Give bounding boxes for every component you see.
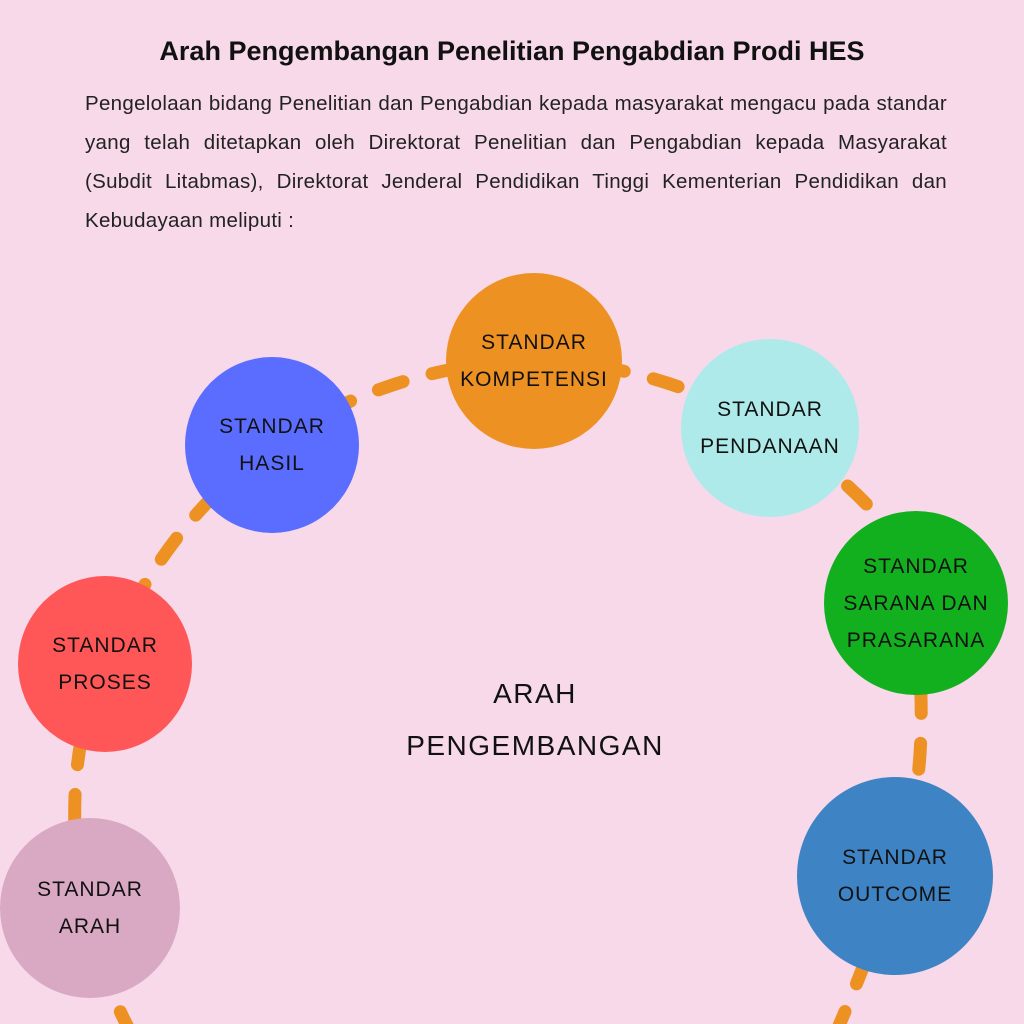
node-line: HASIL <box>239 452 305 475</box>
node-line: STANDAR <box>37 878 143 901</box>
node-standar-outcome: STANDAR OUTCOME <box>797 777 993 975</box>
node-standar-pendanaan: STANDAR PENDANAAN <box>681 339 859 517</box>
node-standar-kompetensi: STANDAR KOMPETENSI <box>446 273 622 449</box>
node-standar-sarana-prasarana: STANDAR SARANA DAN PRASARANA <box>824 511 1008 695</box>
node-standar-hasil: STANDAR HASIL <box>185 357 359 533</box>
page-title: Arah Pengembangan Penelitian Pengabdian … <box>159 36 865 66</box>
node-line: SARANA DAN <box>843 591 989 615</box>
node-line: PRASARANA <box>846 628 986 652</box>
node-line: STANDAR <box>219 415 325 438</box>
node-line: STANDAR <box>717 398 823 421</box>
node-standar-arah: STANDAR ARAH <box>0 818 180 998</box>
node-line: STANDAR <box>842 846 948 869</box>
node-line: STANDAR <box>863 554 969 578</box>
node-standar-proses: STANDAR PROSES <box>18 576 192 752</box>
node-line: STANDAR <box>481 331 587 354</box>
node-line: ARAH <box>58 915 122 938</box>
center-label-line: ARAH <box>493 678 577 709</box>
intro-paragraph: Pengelolaan bidang Penelitian dan Pengab… <box>85 92 947 232</box>
node-line: PROSES <box>58 671 152 694</box>
center-label-line: PENGEMBANGAN <box>406 730 664 761</box>
node-line: OUTCOME <box>837 883 953 906</box>
center-label: ARAH PENGEMBANGAN <box>380 668 690 772</box>
node-line: STANDAR <box>52 634 158 657</box>
node-line: PENDANAAN <box>700 435 840 458</box>
node-line: KOMPETENSI <box>460 368 608 391</box>
